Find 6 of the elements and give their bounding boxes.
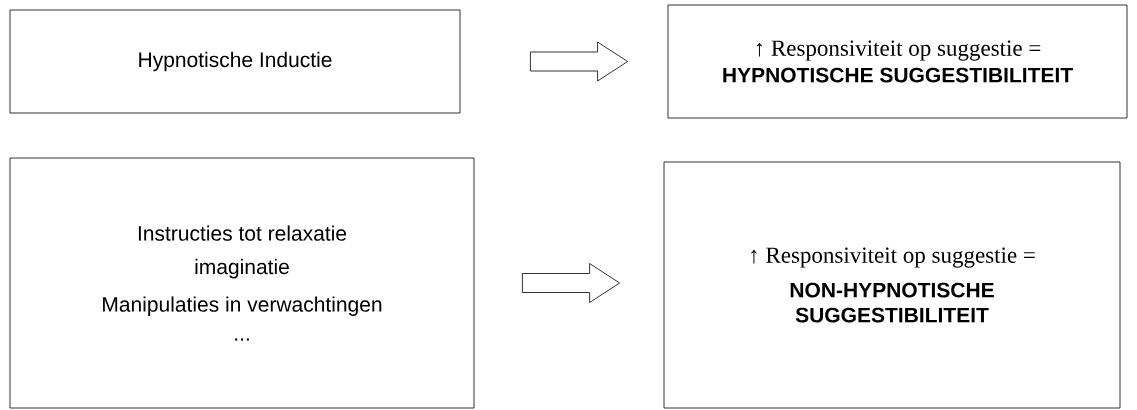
block-arrow <box>530 41 628 82</box>
text-box: Instructies tot relaxatie imaginatie Manipulaties in verwachtingen ... <box>9 157 475 409</box>
text-box: ↑ Responsiviteit op suggestie = NON-HYPNOTISCHE SUGGESTIBILITEIT <box>663 161 1121 409</box>
block-arrow <box>522 263 620 303</box>
text-box: ↑ Responsiviteit op suggestie = HYPNOTISCHE SUGGESTIBILITEIT <box>667 4 1128 119</box>
text-box: Hypnotische Inductie <box>9 9 461 114</box>
